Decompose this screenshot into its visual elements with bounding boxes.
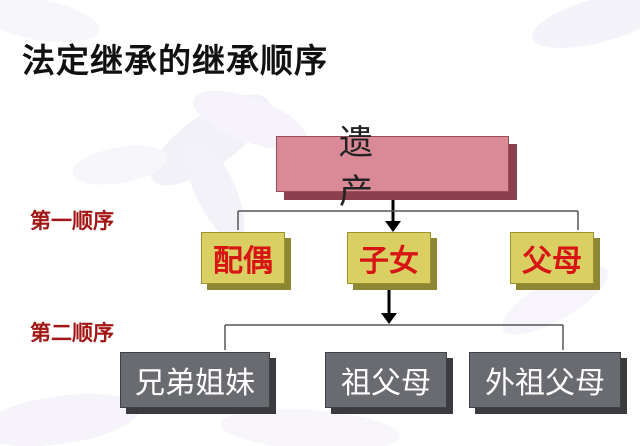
heir-siblings-box: 兄弟姐妹: [120, 352, 270, 408]
heir-children-box: 子女: [347, 232, 431, 284]
heir-spouse-box: 配偶: [201, 232, 285, 284]
heir-maternal-grandparents-box: 外祖父母: [469, 352, 621, 408]
down-arrow-icon: [385, 221, 401, 232]
heir-parents-box: 父母: [510, 232, 594, 284]
down-arrow-icon: [381, 313, 397, 324]
heir-paternal-grandparents-box: 祖父母: [325, 352, 447, 408]
first-order-label: 第一顺序: [30, 208, 114, 233]
second-order-label: 第二顺序: [30, 320, 114, 345]
estate-box: 遗产: [276, 123, 509, 212]
diagram-title: 法定继承的继承顺序: [22, 41, 328, 80]
